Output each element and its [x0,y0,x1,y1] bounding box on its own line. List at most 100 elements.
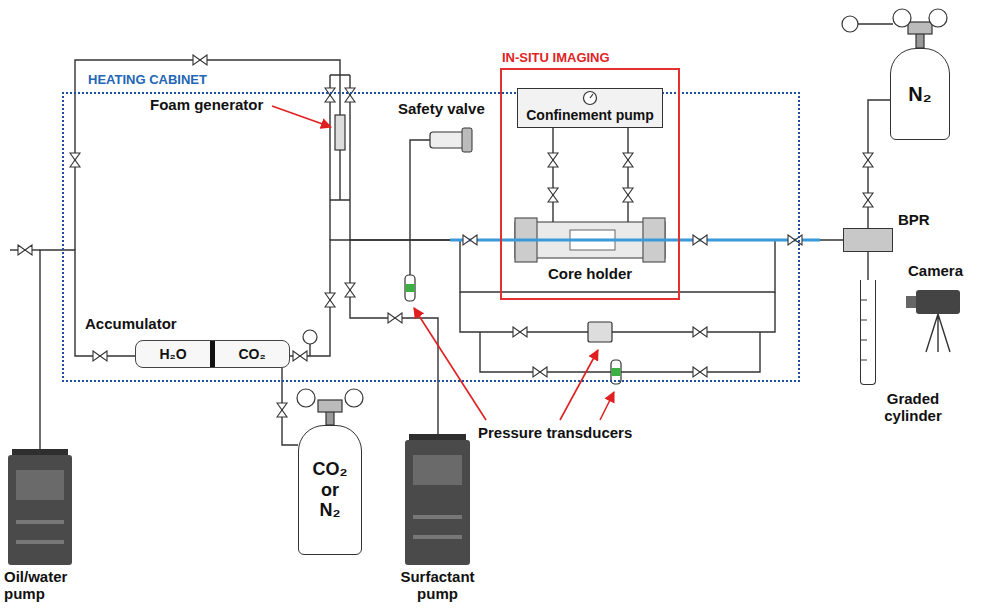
gauge-symbol [583,92,596,105]
leader-arrow [560,350,598,420]
regulator-symbol [893,9,911,27]
foam-generator [335,115,345,150]
safety-valve-symbol [430,128,472,152]
pipe-connector [40,250,135,455]
gauge-needle [590,94,593,98]
camera-icon [906,296,916,308]
pipe-connector [290,240,515,356]
gas-cylinder: CO₂ or N₂ [298,425,362,555]
gauge-symbol [303,16,858,344]
pressure-transducer [406,284,415,292]
regulator-symbol [318,400,342,412]
valve-symbol [513,327,527,337]
valve-symbol [693,235,707,245]
valve-symbol [277,403,287,417]
pipe-connector [350,240,515,440]
regulator-symbol [297,389,315,407]
pressure-transducer [405,275,415,301]
imaging-region: IN-SITU IMAGINGConfinement pumpCore hold… [500,68,680,300]
node-label: BPR [898,211,930,228]
region-band: HEATING CABINETAccumulatorH₂OCO₂ [62,92,800,382]
valve-symbol [345,283,355,297]
core-holder: Core holder [515,222,665,258]
node-label: Confinement pump [526,107,654,123]
valve-symbol [863,153,873,167]
leader-arrow [272,106,331,127]
sample-flow-line [450,239,820,242]
pump: Surfactant pump [405,440,470,565]
pipe [460,292,775,332]
pump-drawing [8,455,72,565]
leader-arrow [600,392,614,420]
valve-symbol [193,55,207,65]
cylinder-ticks [860,300,867,360]
camera-icon [926,314,950,352]
gauge-symbol [582,90,598,106]
accumulator: AccumulatorH₂OCO₂ [135,340,290,368]
regulator-symbol [929,9,947,27]
pipe-connector [552,128,553,222]
pump-drawing [8,434,470,565]
part-label: Safety valve [398,100,485,117]
compartment-label: CO₂ [210,341,289,367]
part-label: Camera [908,262,963,279]
pump-drawing [413,535,462,539]
valve-symbol [70,153,80,167]
pipe-connector [867,252,868,280]
foam-generator [335,115,345,150]
regulator-symbol [345,389,363,407]
pump-drawing [16,470,64,500]
camera-icon [906,290,960,352]
pump: Oil/water pump [8,455,72,565]
valve-symbol [548,188,558,202]
valve-symbol [533,367,547,377]
pump-drawing [405,440,470,565]
pump-drawing [413,455,462,485]
part-label: Pressure transducers [478,424,632,441]
node-label: Surfactant pump [390,568,485,603]
part-label: Foam generator [150,96,263,113]
gas-cylinder: N₂ [890,48,950,140]
valve-symbol [93,351,107,361]
pipe-connector [627,128,628,222]
compartment-label: H₂O [136,341,210,367]
pump-drawing [413,515,462,519]
valve-symbol [325,88,335,102]
leader-arrow [272,106,614,420]
valve-symbol [548,153,558,167]
pressure-transducer [612,368,621,376]
pipe [410,140,430,240]
node-label: Core holder [515,265,665,282]
gauge-symbol [303,330,317,344]
pump-drawing [16,520,64,524]
regulator-symbol [908,22,932,34]
node-label: Accumulator [85,315,177,332]
cylinder-ticks [860,300,867,360]
valve-symbol [623,188,633,202]
node-label: Graded cylinder [875,390,951,425]
pressure-transducer [588,322,612,342]
pipe [10,24,893,372]
pipe [409,240,410,275]
pipe [858,23,893,24]
node-label: Oil/water pump [4,568,99,603]
valve-symbol [18,55,873,417]
pump-drawing [16,540,64,544]
pressure-regulator: BPR [843,228,893,252]
sample-flow-line [450,240,820,241]
camera-icon [916,290,960,314]
valve-symbol [863,193,873,207]
valve-symbol [293,351,307,361]
valve-symbol [623,153,633,167]
pipe [75,60,340,250]
pump-box: Confinement pump [517,88,663,128]
valve-symbol [18,245,32,255]
node-label: N₂ [908,83,931,106]
valve-symbol [388,313,402,323]
leader-arrow [414,308,486,420]
valve-symbol [693,327,707,337]
valve-symbol [325,293,335,307]
valve-symbol [693,367,707,377]
safety-valve-symbol [462,128,472,152]
